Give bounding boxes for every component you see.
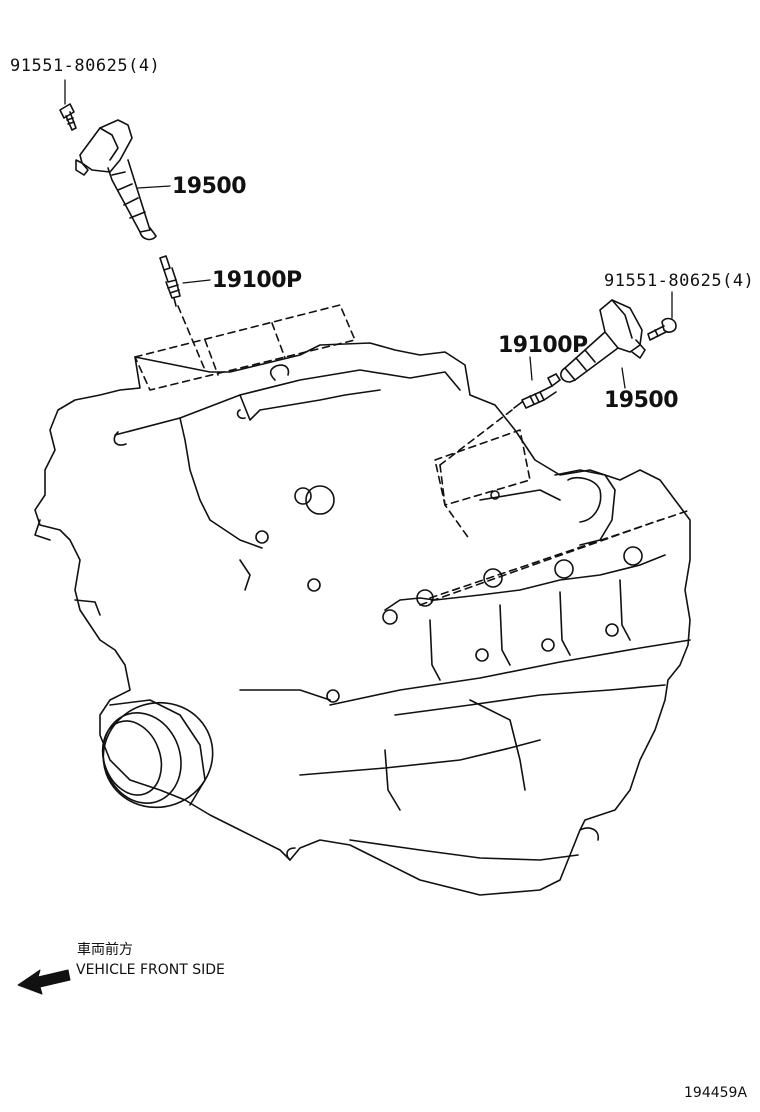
guide-line-left xyxy=(177,305,206,371)
legend-english: VEHICLE FRONT SIDE xyxy=(76,962,225,978)
bolt-right xyxy=(647,317,677,341)
callout-bolt-right: 91551-80625(4) xyxy=(604,271,755,291)
figure-id: 194459A xyxy=(684,1085,748,1101)
legend-japanese: 車両前方 xyxy=(77,942,133,958)
spark-plug-right xyxy=(513,373,561,409)
callout-coil-right: 19500 xyxy=(604,388,679,413)
spark-plug-left xyxy=(159,255,181,307)
callout-coil-left: 19500 xyxy=(172,174,247,199)
engine-block xyxy=(34,304,691,896)
leader-lines xyxy=(64,79,673,389)
guide-line-right xyxy=(439,409,513,466)
ignition-coil-right xyxy=(560,299,646,383)
callout-plug-right: 19100P xyxy=(498,333,588,358)
callout-bolt-left: 91551-80625(4) xyxy=(10,56,161,76)
callout-plug-left: 19100P xyxy=(212,268,302,293)
ignition-coil-left xyxy=(75,119,157,241)
bolt-left xyxy=(59,103,77,131)
front-arrow-icon xyxy=(17,969,71,995)
